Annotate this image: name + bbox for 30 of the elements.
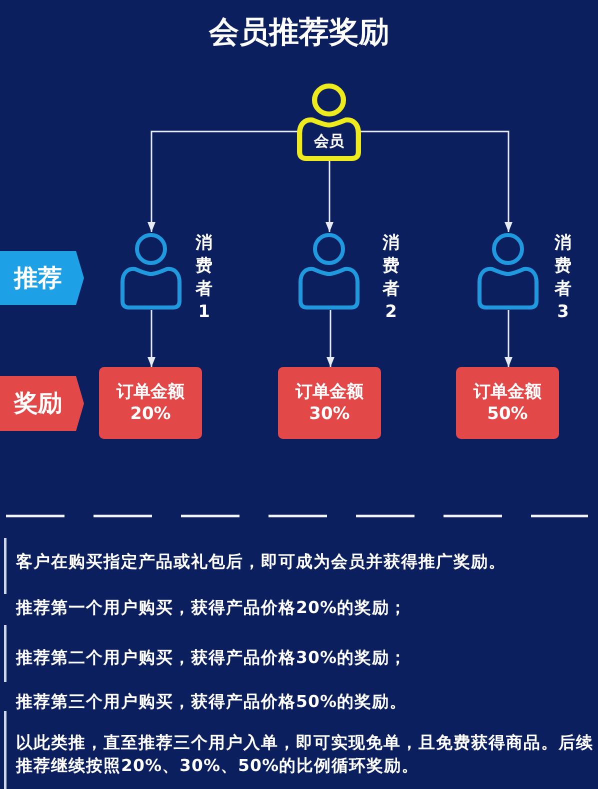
arrow	[148, 310, 156, 367]
tab-label: 奖励	[14, 388, 62, 419]
person-icon	[120, 232, 182, 310]
side-caption: 消费者3	[554, 232, 572, 324]
body-text: 推荐第三个用户购买，获得产品价格50%的奖励。	[16, 691, 408, 713]
body-text: 推荐第二个用户购买，获得产品价格30%的奖励；	[16, 647, 408, 669]
rounded-box	[456, 367, 559, 439]
person-icon	[298, 232, 360, 310]
node-label: 订单金额	[296, 381, 364, 403]
title: 会员推荐奖励	[209, 14, 389, 52]
arrow	[326, 310, 334, 367]
node-label: 20%	[130, 403, 171, 425]
node-label: 会员	[314, 130, 344, 150]
arrow	[326, 161, 334, 232]
side-caption: 消费者2	[382, 232, 400, 324]
body-text: 推荐第一个用户购买，获得产品价格20%的奖励；	[16, 597, 408, 619]
node-label: 50%	[487, 403, 528, 425]
side-caption: 消费者1	[196, 232, 212, 324]
arrow	[148, 130, 298, 232]
rounded-box	[278, 367, 381, 439]
tab-label: 推荐	[14, 262, 62, 294]
node-label: 订单金额	[116, 381, 184, 403]
node-label: 30%	[309, 403, 350, 425]
body-text: 客户在购买指定产品或礼包后，即可成为会员并获得推广奖励。	[16, 551, 507, 573]
node-label: 订单金额	[474, 381, 542, 403]
arrow	[504, 310, 512, 367]
person-icon	[477, 232, 539, 310]
arrow	[360, 130, 512, 232]
body-text: 以此类推，直至推荐三个用户入单，即可实现免单，且免费获得商品。后续推荐继续按照20%、30%、50%的比例循环奖励。	[16, 732, 594, 777]
rounded-box	[99, 367, 202, 439]
